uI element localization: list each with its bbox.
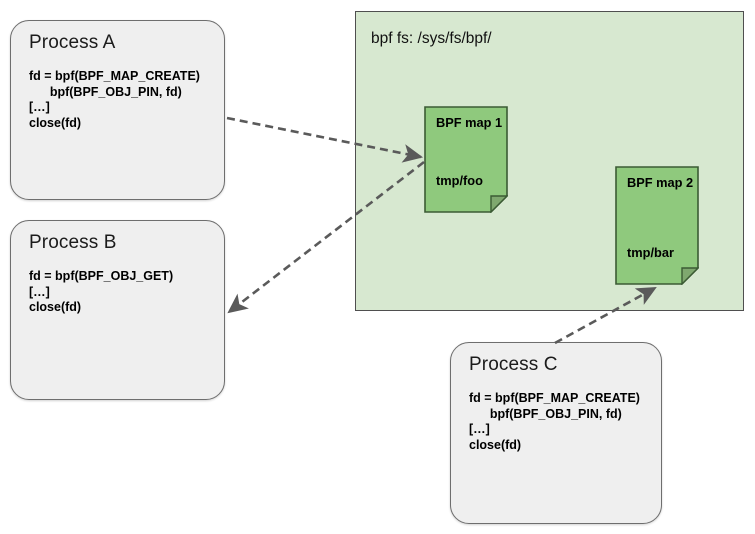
process-b-box[interactable]: Process B fd = bpf(BPF_OBJ_GET) […] clos… bbox=[10, 220, 225, 400]
bpf-map-1-name: BPF map 1 bbox=[436, 115, 503, 130]
bpf-map-1-path: tmp/foo bbox=[436, 173, 483, 188]
process-c-title: Process C bbox=[469, 354, 558, 375]
process-b-title: Process B bbox=[29, 232, 117, 253]
document-shape-icon bbox=[424, 106, 508, 213]
process-b-code: fd = bpf(BPF_OBJ_GET) […] close(fd) bbox=[29, 269, 174, 314]
process-c-code: fd = bpf(BPF_MAP_CREATE) bpf(BPF_OBJ_PIN… bbox=[469, 391, 640, 452]
bpf-filesystem-label: bpf fs: /sys/fs/bpf/ bbox=[371, 30, 492, 47]
process-a-title: Process A bbox=[29, 32, 116, 53]
process-c-box[interactable]: Process C fd = bpf(BPF_MAP_CREATE) bpf(B… bbox=[450, 342, 662, 524]
process-a-code: fd = bpf(BPF_MAP_CREATE) bpf(BPF_OBJ_PIN… bbox=[29, 69, 200, 130]
bpf-map-1-node[interactable]: BPF map 1 tmp/foo bbox=[424, 106, 508, 213]
process-a-box[interactable]: Process A fd = bpf(BPF_MAP_CREATE) bpf(B… bbox=[10, 20, 225, 200]
bpf-map-2-path: tmp/bar bbox=[627, 245, 674, 260]
document-shape-icon bbox=[615, 166, 699, 285]
bpf-map-2-node[interactable]: BPF map 2 tmp/bar bbox=[615, 166, 699, 285]
bpf-map-2-name: BPF map 2 bbox=[627, 175, 694, 190]
